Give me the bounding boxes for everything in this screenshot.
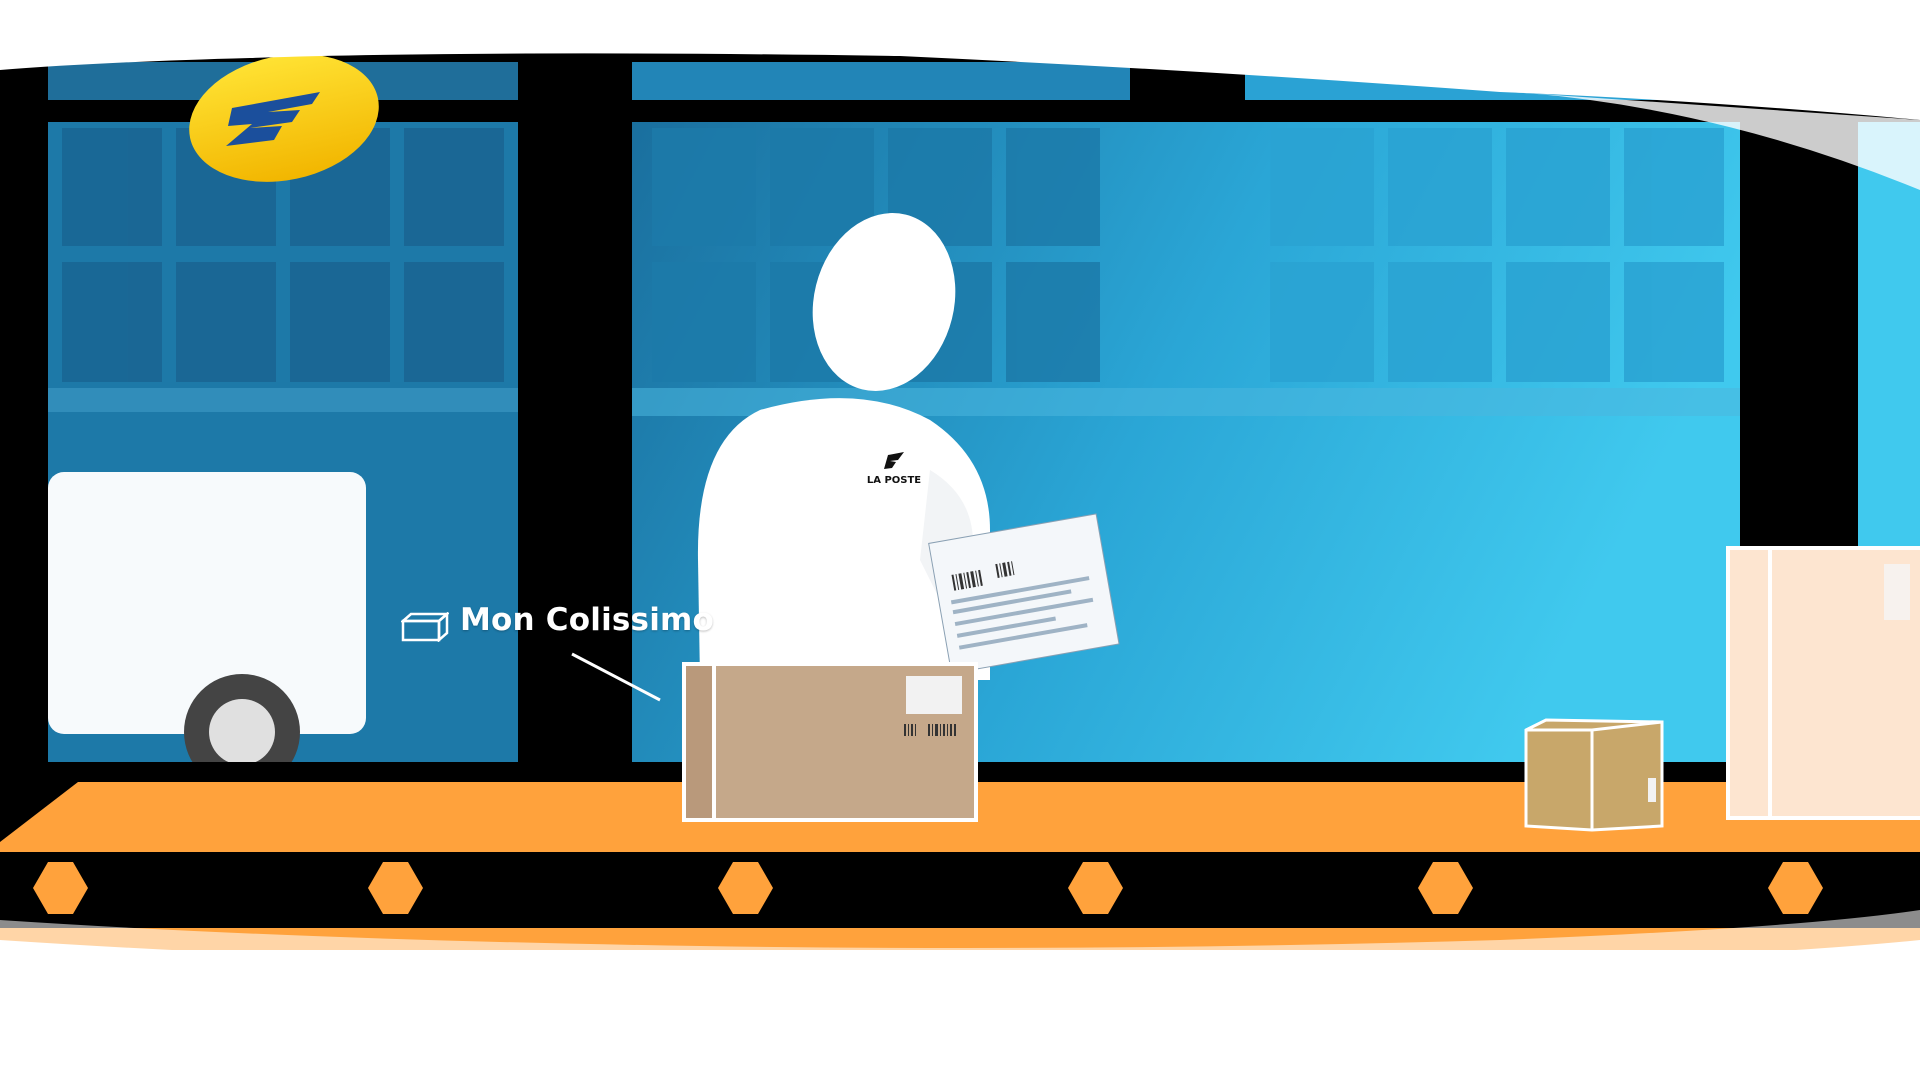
small-parcel-box xyxy=(1524,718,1664,832)
large-parcel-box xyxy=(1726,546,1920,820)
uniform-brand-text: LA POSTE xyxy=(867,475,921,486)
main-parcel-box xyxy=(682,662,978,822)
postal-worker: LA POSTE xyxy=(697,213,990,680)
conveyor-belt xyxy=(0,782,1920,950)
la-poste-chest-logo-icon xyxy=(884,452,904,469)
parcel-outline-icon xyxy=(401,612,449,642)
la-poste-logo-icon xyxy=(189,54,379,182)
mon-colissimo-label: Mon Colissimo xyxy=(460,602,715,638)
belt-rollers xyxy=(33,862,1823,914)
shipping-form xyxy=(928,513,1120,674)
annotation-leader-line xyxy=(571,652,661,702)
